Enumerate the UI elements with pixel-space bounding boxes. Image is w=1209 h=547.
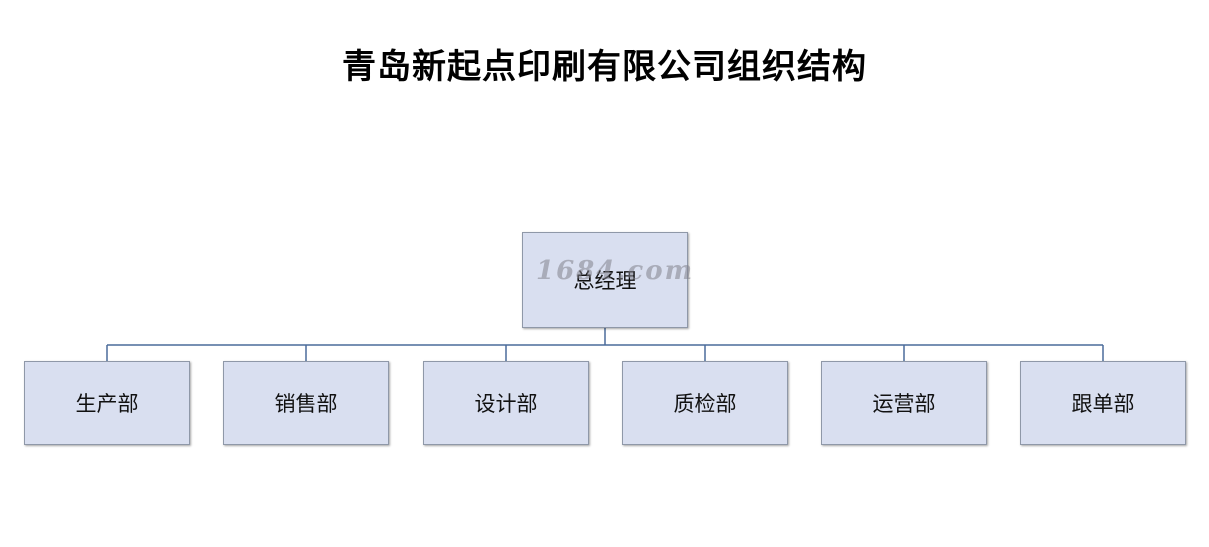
node-dept-label: 运营部	[872, 392, 936, 416]
node-dept-label: 质检部	[673, 392, 737, 416]
node-general-manager: 总经理	[522, 232, 688, 328]
node-dept-design: 设计部	[423, 361, 589, 445]
node-dept-production: 生产部	[24, 361, 190, 445]
node-dept-label: 生产部	[75, 392, 139, 416]
node-general-manager-label: 总经理	[573, 269, 637, 293]
node-dept-quality: 质检部	[622, 361, 788, 445]
org-chart-title: 青岛新起点印刷有限公司组织结构	[342, 47, 867, 87]
node-dept-sales: 销售部	[223, 361, 389, 445]
node-dept-operations: 运营部	[821, 361, 987, 445]
node-dept-label: 跟单部	[1071, 392, 1135, 416]
node-dept-order-tracking: 跟单部	[1020, 361, 1186, 445]
node-dept-label: 销售部	[274, 392, 338, 416]
node-dept-label: 设计部	[474, 392, 538, 416]
